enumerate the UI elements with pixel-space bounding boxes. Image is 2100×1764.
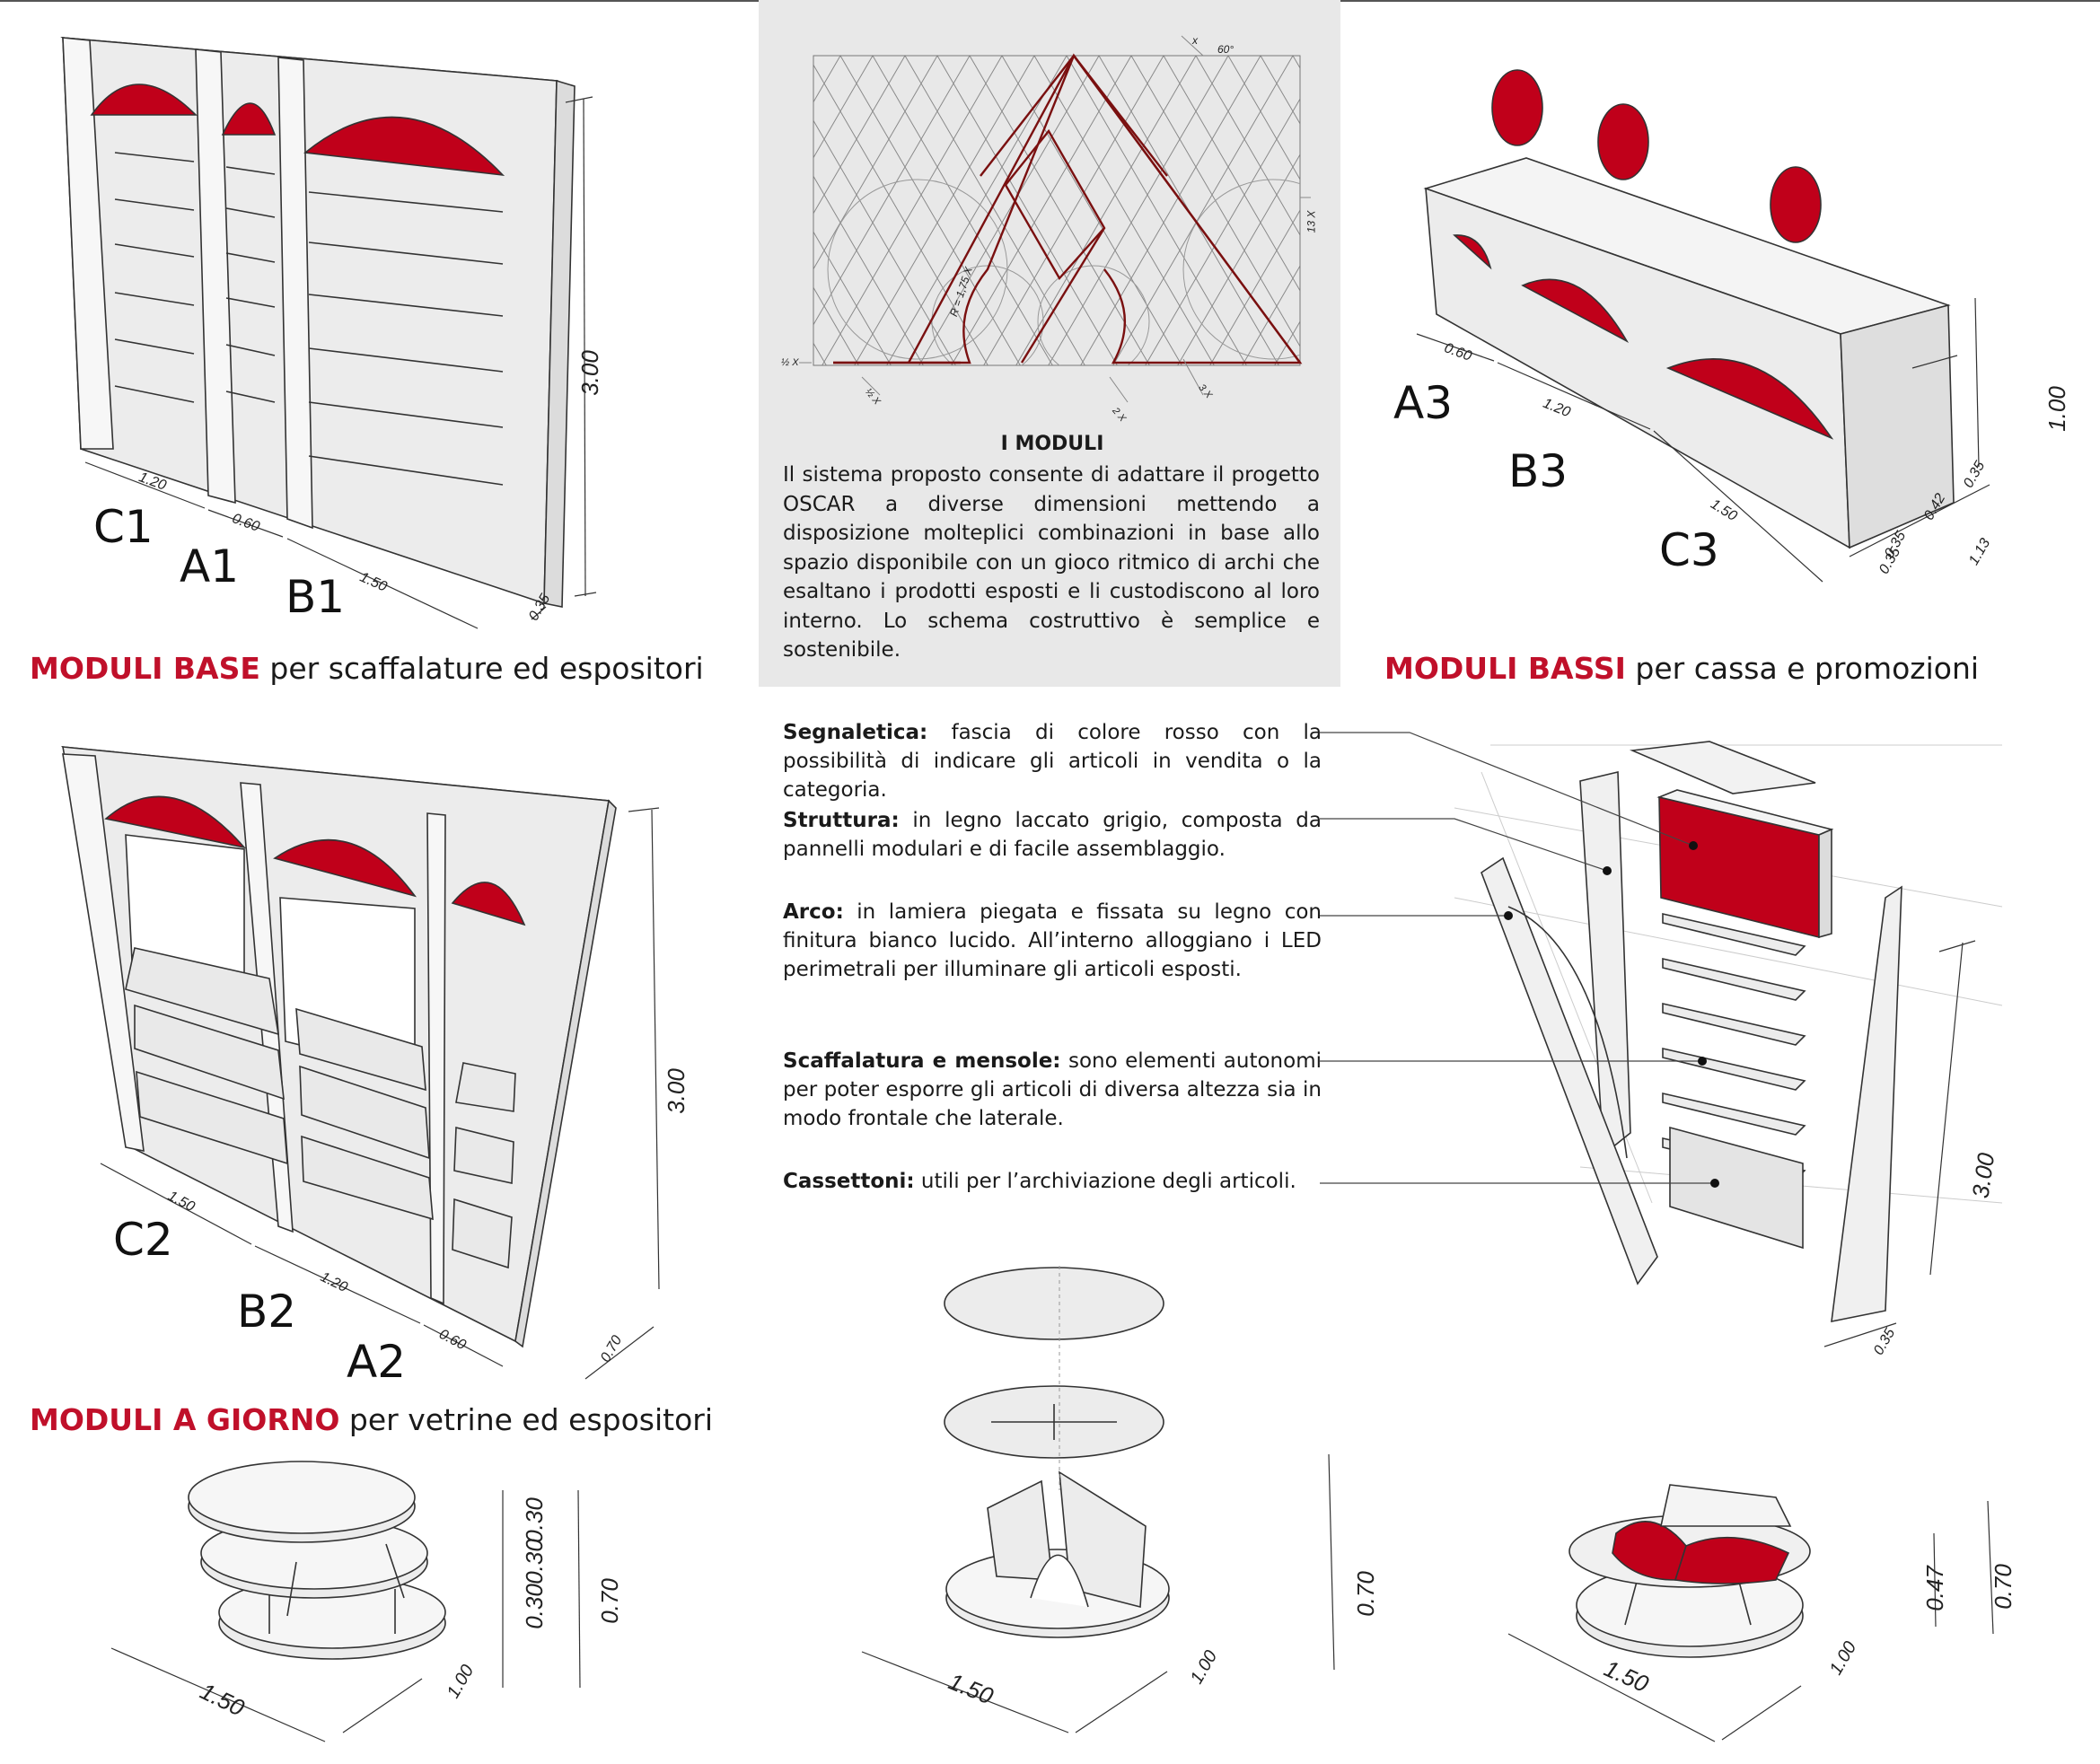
section-highlight-giorno: MODULI A GIORNO xyxy=(30,1402,340,1437)
section-highlight-bassi: MODULI BASSI xyxy=(1384,651,1626,686)
legend-term: Struttura: xyxy=(783,809,900,832)
module-label-b1: B1 xyxy=(286,571,346,623)
module-label-c3: C3 xyxy=(1659,524,1719,576)
legend-term: Cassettoni: xyxy=(783,1170,915,1193)
dim-table1-s3: 0.30 xyxy=(520,1584,548,1629)
section-title-base: MODULI BASE per scaffalature ed esposito… xyxy=(30,651,704,686)
table-2-drawing xyxy=(861,1266,1335,1733)
module-label-c2: C2 xyxy=(113,1214,173,1266)
legend-item-struttura: Struttura: in legno laccato grigio, comp… xyxy=(783,806,1322,864)
moduli-bassi-drawing xyxy=(1416,69,1990,583)
module-label-a3: A3 xyxy=(1393,377,1454,429)
table-3-drawing xyxy=(1507,1484,1994,1742)
legend-desc: utili per l’archiviazione degli articoli… xyxy=(914,1170,1296,1193)
moduli-base-drawing xyxy=(60,36,597,629)
moduli-giorno-drawing xyxy=(61,746,660,1380)
dim-table3-h: 0.70 xyxy=(1989,1564,2017,1610)
diagram-label-angle: 60° xyxy=(1217,43,1235,56)
module-label-b2: B2 xyxy=(237,1286,297,1338)
section-title-giorno: MODULI A GIORNO per vetrine ed espositor… xyxy=(30,1402,713,1437)
legend-desc: fascia di colore rosso con la possibilit… xyxy=(783,721,1322,802)
diagram-label-half-left: ½ X xyxy=(781,357,799,368)
module-label-a2: A2 xyxy=(347,1336,407,1388)
section-rest-base: per scaffalature ed espositori xyxy=(259,651,704,686)
moduli-title: I MODULI xyxy=(1000,433,1104,455)
legend-desc: in legno laccato grigio, composta da pan… xyxy=(783,809,1322,861)
legend-item-scaffalatura: Scaffalatura e mensole: sono elementi au… xyxy=(783,1047,1322,1133)
module-label-a1: A1 xyxy=(180,540,240,592)
moduli-diagram xyxy=(799,35,1311,403)
dim-table1-s2: 0.30 xyxy=(520,1539,548,1584)
dim-table1-s1: 0.30 xyxy=(520,1497,548,1543)
legend-item-segnaletica: Segnaletica: fascia di colore rosso con … xyxy=(783,718,1322,804)
dim-bassi-h: 1.00 xyxy=(2043,386,2070,432)
legend-desc: sono elementi autonomi per poter esporre… xyxy=(783,1049,1322,1130)
moduli-description: Il sistema proposto consente di adattare… xyxy=(783,463,1320,662)
dim-table3-s: 0.47 xyxy=(1920,1566,1948,1611)
module-label-c1: C1 xyxy=(93,501,154,553)
legend-term: Segnaletica: xyxy=(783,721,928,744)
dim-base-h: 3.00 xyxy=(576,350,603,396)
section-rest-bassi: per cassa e promozioni xyxy=(1625,651,1980,686)
module-label-b3: B3 xyxy=(1508,445,1568,497)
legend-item-cassettoni: Cassettoni: utili per l’archiviazione de… xyxy=(783,1167,1322,1196)
dim-giorno-h: 3.00 xyxy=(662,1068,690,1114)
dim-table2-h: 0.70 xyxy=(1351,1571,1379,1617)
table-1-drawing xyxy=(110,1461,581,1742)
exploded-shelf-drawing xyxy=(1320,732,2003,1347)
dim-table1-h: 0.70 xyxy=(595,1578,623,1624)
legend-term: Scaffalatura e mensole: xyxy=(783,1049,1061,1073)
legend-desc: in lamiera piegata e fissata su legno co… xyxy=(783,900,1322,981)
section-rest-giorno: per vetrine ed espositori xyxy=(339,1402,714,1437)
section-highlight-base: MODULI BASE xyxy=(30,651,260,686)
legend-term: Arco: xyxy=(783,900,844,924)
diagram-label-x: x xyxy=(1192,34,1198,47)
diagram-label-13x: 13 X xyxy=(1305,210,1318,233)
legend-item-arco: Arco: in lamiera piegata e fissata su le… xyxy=(783,898,1322,984)
section-title-bassi: MODULI BASSI per cassa e promozioni xyxy=(1384,651,1979,686)
